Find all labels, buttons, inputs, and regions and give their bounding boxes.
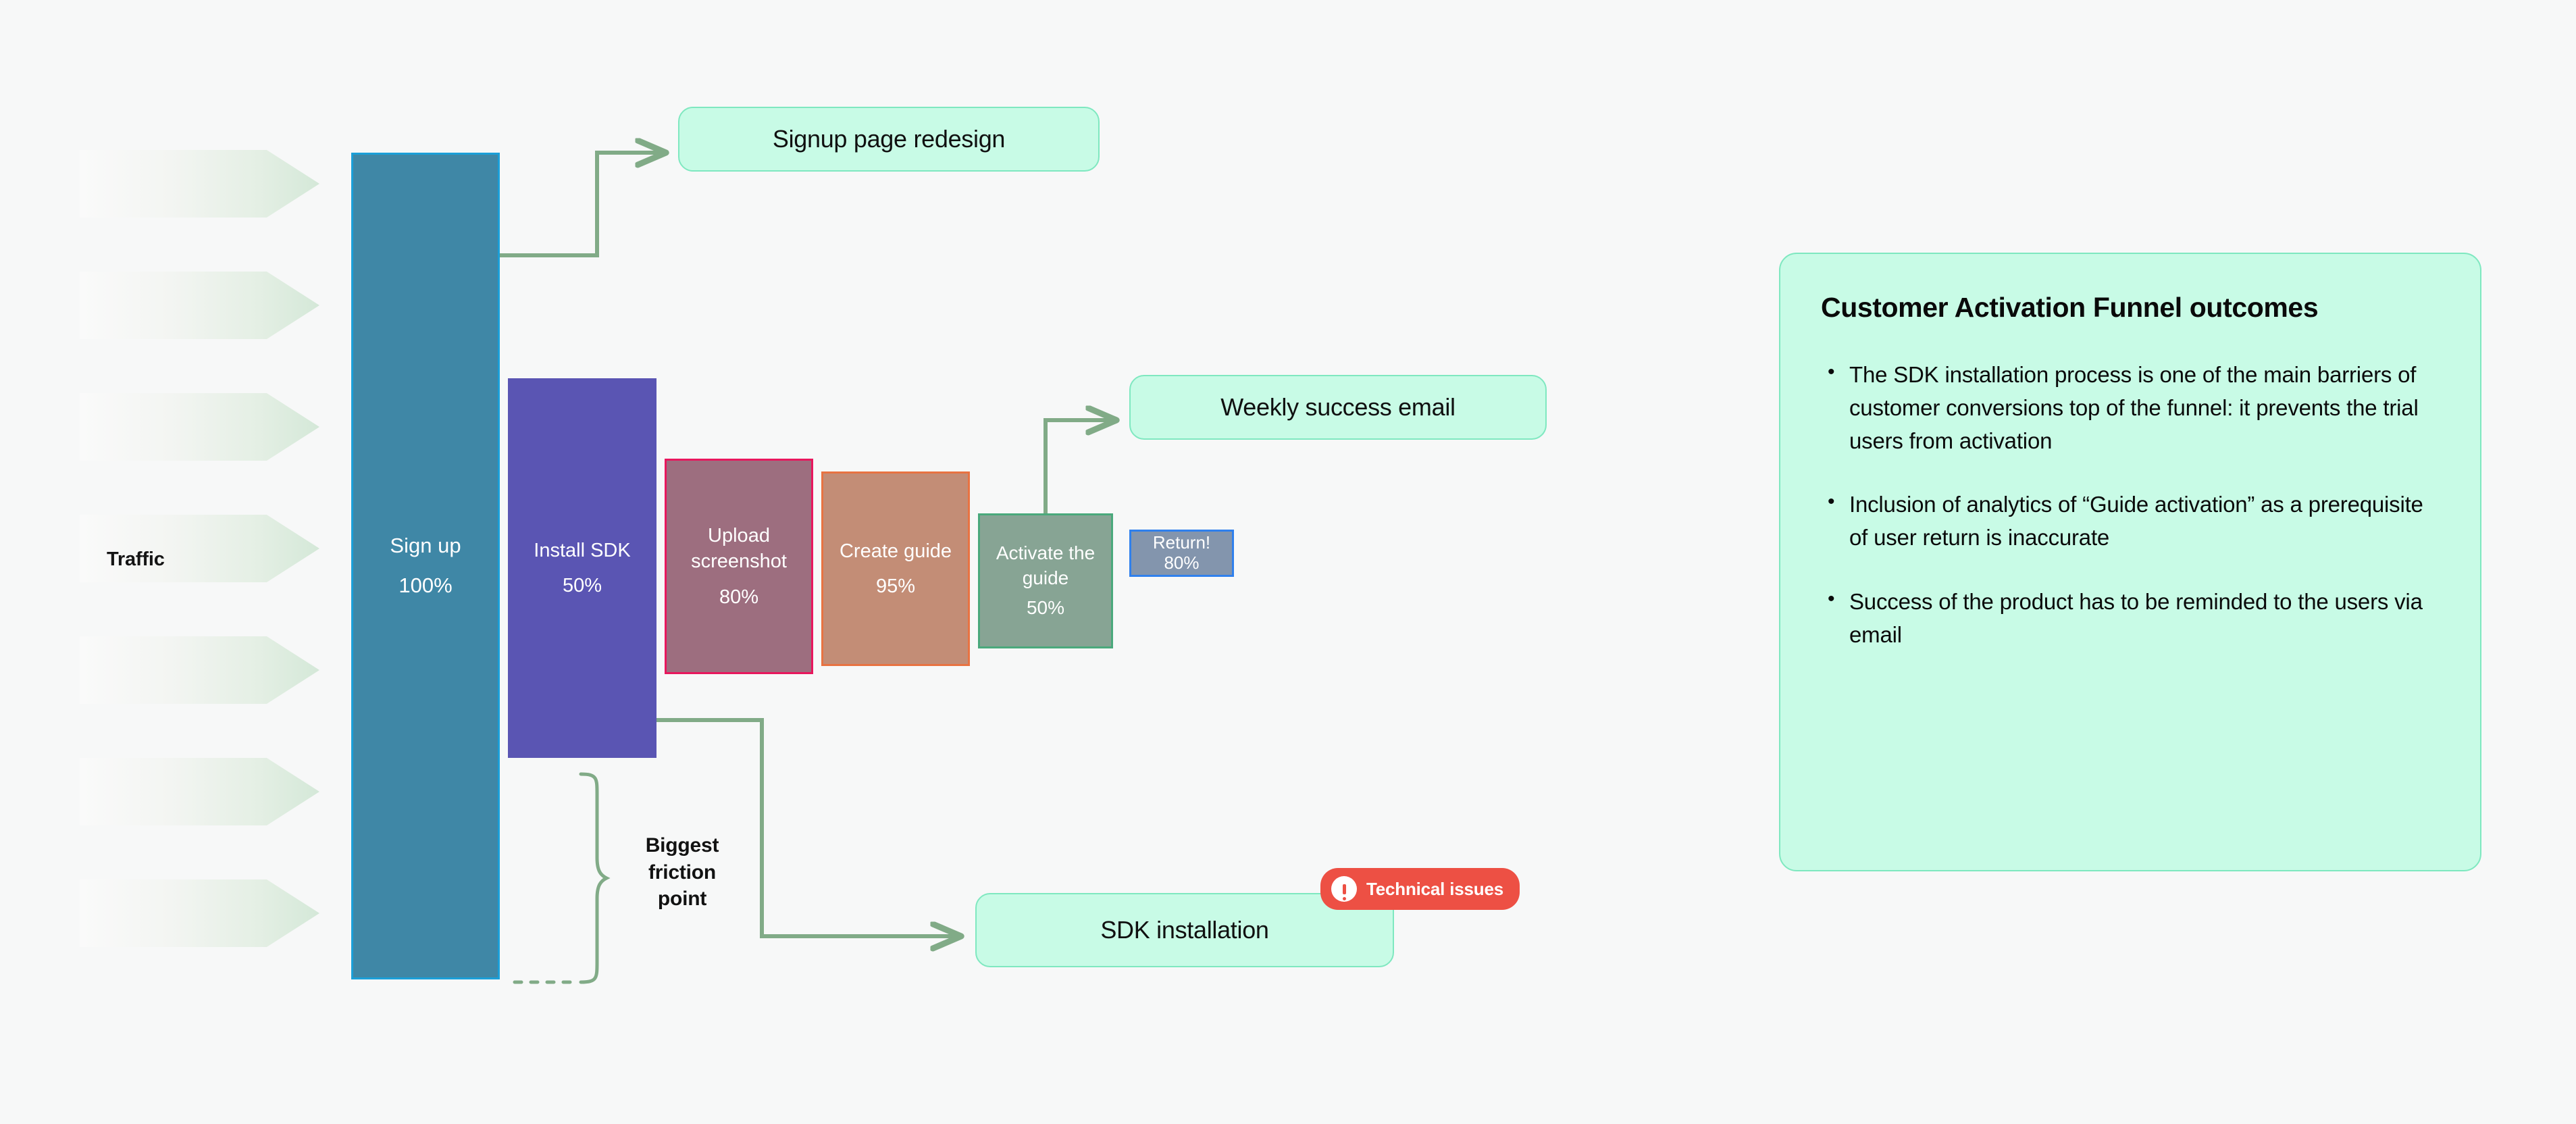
outcome-bullet: The SDK installation process is one of t… <box>1821 357 2440 457</box>
funnel-bar-sign-up[interactable]: Sign up 100% <box>351 153 500 979</box>
funnel-bar-percent: 50% <box>1026 597 1065 619</box>
funnel-bar-percent: 95% <box>875 576 916 597</box>
outcome-bullet: Inclusion of analytics of “Guide activat… <box>1821 487 2440 555</box>
callout-signup-page-redesign[interactable]: Signup page redesign <box>678 107 1100 172</box>
funnel-bar-upload-screenshot[interactable]: Upload screenshot 80% <box>665 459 813 674</box>
technical-issues-badge[interactable]: Technical issues <box>1320 868 1520 910</box>
callout-label: Signup page redesign <box>772 125 1006 153</box>
friction-brace <box>579 772 611 984</box>
funnel-bar-title: Sign up <box>390 534 461 558</box>
callout-label: Weekly success email <box>1220 393 1456 421</box>
funnel-bar-activate-the-guide[interactable]: Activate the guide 50% <box>978 513 1113 648</box>
funnel-bar-title: Create guide <box>839 540 952 562</box>
funnel-bar-create-guide[interactable]: Create guide 95% <box>821 471 970 666</box>
outcomes-panel: Customer Activation Funnel outcomes The … <box>1779 253 2481 871</box>
funnel-bar-title: Return! <box>1152 532 1211 553</box>
traffic-chevron <box>80 272 319 339</box>
funnel-bar-return[interactable]: Return! 80% <box>1129 530 1234 577</box>
traffic-label: Traffic <box>107 548 165 570</box>
callout-sdk-installation[interactable]: SDK installation <box>975 893 1394 967</box>
friction-label-line-2: friction <box>648 861 717 884</box>
alert-exclamation-icon <box>1331 876 1357 902</box>
traffic-chevron <box>80 758 319 825</box>
funnel-bar-install-sdk[interactable]: Install SDK 50% <box>508 378 656 758</box>
funnel-bar-percent: 80% <box>1164 553 1200 573</box>
friction-label-line-1: Biggest <box>645 834 719 857</box>
callout-weekly-success-email[interactable]: Weekly success email <box>1129 375 1547 440</box>
traffic-chevron <box>80 515 319 582</box>
funnel-bar-percent: 80% <box>719 586 759 608</box>
funnel-bar-percent: 100% <box>398 573 453 597</box>
connector-signup-to-redesign <box>500 153 665 257</box>
funnel-bar-title: Install SDK <box>534 539 631 561</box>
traffic-chevron <box>80 393 319 461</box>
callout-label: SDK installation <box>1100 916 1269 944</box>
outcome-bullet: Success of the product has to be reminde… <box>1821 584 2440 652</box>
traffic-chevron <box>80 636 319 704</box>
funnel-bar-percent: 50% <box>562 575 602 596</box>
technical-issues-label: Technical issues <box>1366 878 1503 899</box>
connector-activate-to-email <box>1044 420 1116 513</box>
friction-label-line-3: point <box>657 888 707 911</box>
biggest-friction-point-label: Biggest friction point <box>615 832 750 913</box>
traffic-chevron <box>80 879 319 947</box>
traffic-chevron <box>80 150 319 218</box>
funnel-bar-title: Upload screenshot <box>691 525 787 573</box>
funnel-bar-title: Activate the guide <box>996 542 1096 588</box>
outcomes-panel-title: Customer Activation Funnel outcomes <box>1821 292 2319 323</box>
outcomes-bullet-list: The SDK installation process is one of t… <box>1821 357 2440 652</box>
